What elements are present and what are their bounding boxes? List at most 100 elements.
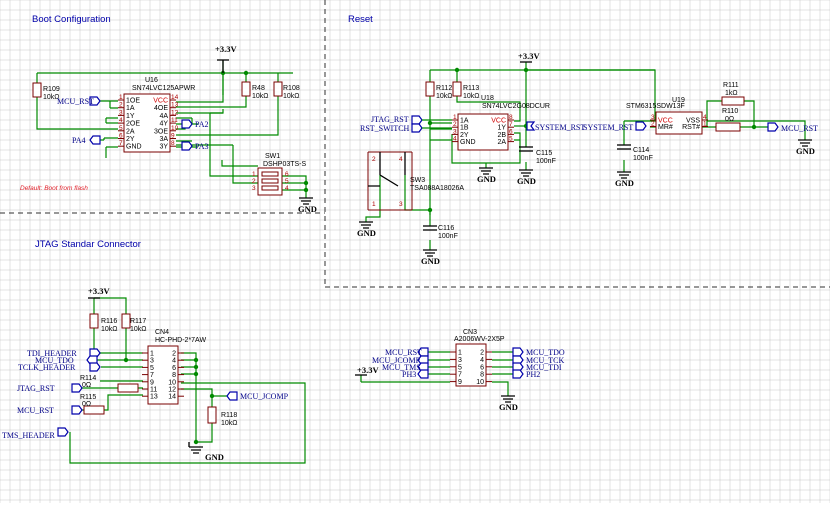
schematic-mark: 3 <box>252 185 256 192</box>
schematic-mark: 2 <box>252 178 256 185</box>
resistor-r110: R110 0Ω <box>715 108 741 132</box>
schematic-mark <box>89 313 99 329</box>
schematic-mark <box>299 197 313 205</box>
u16-pin-number: 13 <box>171 102 179 109</box>
cn4-pin-number: 1 <box>150 351 154 358</box>
u18-pin-number: 6 <box>509 128 513 135</box>
schematic-mark <box>452 81 462 97</box>
port-system-rst-out[interactable]: SYSTEM_RST <box>526 121 585 132</box>
schematic-mark: TCLK_HEADER <box>18 363 76 372</box>
port-ph3[interactable]: PH3 <box>402 369 429 379</box>
reset-block: +3.3V R112 10kΩ R113 10kΩ U18 SN74LVC2G0… <box>357 51 818 266</box>
schematic-mark <box>241 81 251 97</box>
u18-pin-name: 2B <box>497 132 506 139</box>
schematic-mark <box>617 171 631 179</box>
u16-pin-number: 14 <box>171 94 179 101</box>
port-pa4[interactable]: PA4 <box>72 135 101 145</box>
schematic-mark: GND <box>298 204 317 214</box>
port-jtag-rst-reset[interactable]: JTAG_RST <box>371 115 423 125</box>
schematic-mark <box>751 124 757 130</box>
resistor-r109: R109 10kΩ <box>32 82 60 101</box>
schematic-mark <box>89 135 101 145</box>
schematic-mark: PA3 <box>195 142 209 151</box>
schematic-mark: MCU_TDO <box>526 348 565 357</box>
schematic-mark <box>188 442 203 454</box>
port-system-rst-in[interactable]: SYSTEM_RST <box>583 121 647 132</box>
schematic-mark: SW1 <box>265 153 280 160</box>
cn4-pin-number: 2 <box>172 351 176 358</box>
u19-pin-number: 2 <box>651 121 655 128</box>
schematic-mark: 10kΩ <box>252 93 269 100</box>
schematic-mark <box>427 207 433 213</box>
schematic-mark <box>123 93 171 153</box>
schematic-mark: 100nF <box>633 155 653 162</box>
u18-pin-number: 3 <box>453 128 457 135</box>
schematic-mark <box>243 70 249 76</box>
schematic-mark: 100nF <box>536 158 556 165</box>
cn4-pin-number: 14 <box>168 394 176 401</box>
u19-pin-name: VCC <box>658 118 673 125</box>
schematic-mark: 2 <box>372 156 376 163</box>
cn3-pin-number: 4 <box>480 357 484 364</box>
u16-pin-name: 3A <box>159 136 168 143</box>
u19-pin-number: 3 <box>651 114 655 121</box>
port-tclk-header[interactable]: TCLK_HEADER <box>18 362 101 372</box>
schematic-mark <box>193 371 199 377</box>
schematic-mark <box>209 393 215 399</box>
schematic-mark <box>655 111 703 135</box>
schematic-mark <box>71 383 83 393</box>
schematic-mark: 6 <box>285 171 289 178</box>
port-mcu-jcomp[interactable]: MCU_JCOMP <box>226 391 289 401</box>
schematic-mark: MCU_TMS <box>382 363 421 372</box>
port-mcu-rst-reset[interactable]: MCU_RST <box>767 122 818 133</box>
schematic-mark <box>123 357 129 363</box>
schematic-mark <box>411 123 423 133</box>
port-jtag-rst-jtag[interactable]: JTAG_RST <box>17 383 83 393</box>
schematic-mark: MCU_JCOMP <box>240 392 289 401</box>
u19-pin-name: RST# <box>682 124 700 131</box>
cn3-pin-number: 9 <box>458 379 462 386</box>
u16-pin-name: 2Y <box>126 136 135 143</box>
schematic-mark <box>71 405 83 415</box>
section-title-boot: Boot Configuration <box>32 14 111 25</box>
u16-pin-name: 1A <box>126 105 135 112</box>
port-pa3[interactable]: PA3 <box>181 141 209 151</box>
gnd-symbol-c116: GND <box>421 249 440 266</box>
port-mcu-rst-jtag[interactable]: MCU_RST <box>17 405 83 415</box>
schematic-mark: R117 <box>130 318 146 325</box>
schematic-mark <box>715 122 741 132</box>
cn4-pin-number: 4 <box>172 358 176 365</box>
u16-pin-name: 1Y <box>126 113 135 120</box>
u18-pin-number: 7 <box>509 121 513 128</box>
schematic-mark <box>425 81 435 97</box>
schematic-mark: TDI_HEADER <box>27 349 77 358</box>
schematic-mark <box>193 439 199 445</box>
schematic-mark: GND <box>517 176 536 186</box>
port-ph2[interactable]: PH2 <box>512 369 540 379</box>
port-mcu-tdo-cn3[interactable]: MCU_TDO <box>512 347 565 357</box>
dip-switch-sw1: SW1 DSHP03TS-S 1 2 3 6 5 4 <box>252 153 307 196</box>
port-tms-header[interactable]: TMS_HEADER <box>2 427 69 440</box>
u18-pin-number: 2 <box>453 121 457 128</box>
cn3-pin-number: 5 <box>458 364 462 371</box>
schematic-mark: +3.3V <box>215 44 237 54</box>
u16-pin-number: 7 <box>119 140 123 147</box>
schematic-mark <box>635 121 647 131</box>
port-mcu-rst-boot[interactable]: MCU_RST <box>57 96 101 106</box>
schematic-mark: +3.3V <box>88 286 110 296</box>
u16-pin-number: 5 <box>119 125 123 132</box>
port-pa2[interactable]: PA2 <box>181 119 209 129</box>
port-rst-switch[interactable]: RST_SWITCH <box>360 123 423 133</box>
schematic-mark: +3.3V <box>518 51 540 61</box>
vcc-symbol-jtag: +3.3V <box>88 286 110 299</box>
schematic-mark <box>423 249 437 257</box>
schematic-mark: U19 <box>672 97 685 104</box>
resistor-r114: R114 0Ω <box>80 375 139 393</box>
u16-pin-number: 1 <box>119 94 123 101</box>
cn4-pin-number: 8 <box>172 372 176 379</box>
